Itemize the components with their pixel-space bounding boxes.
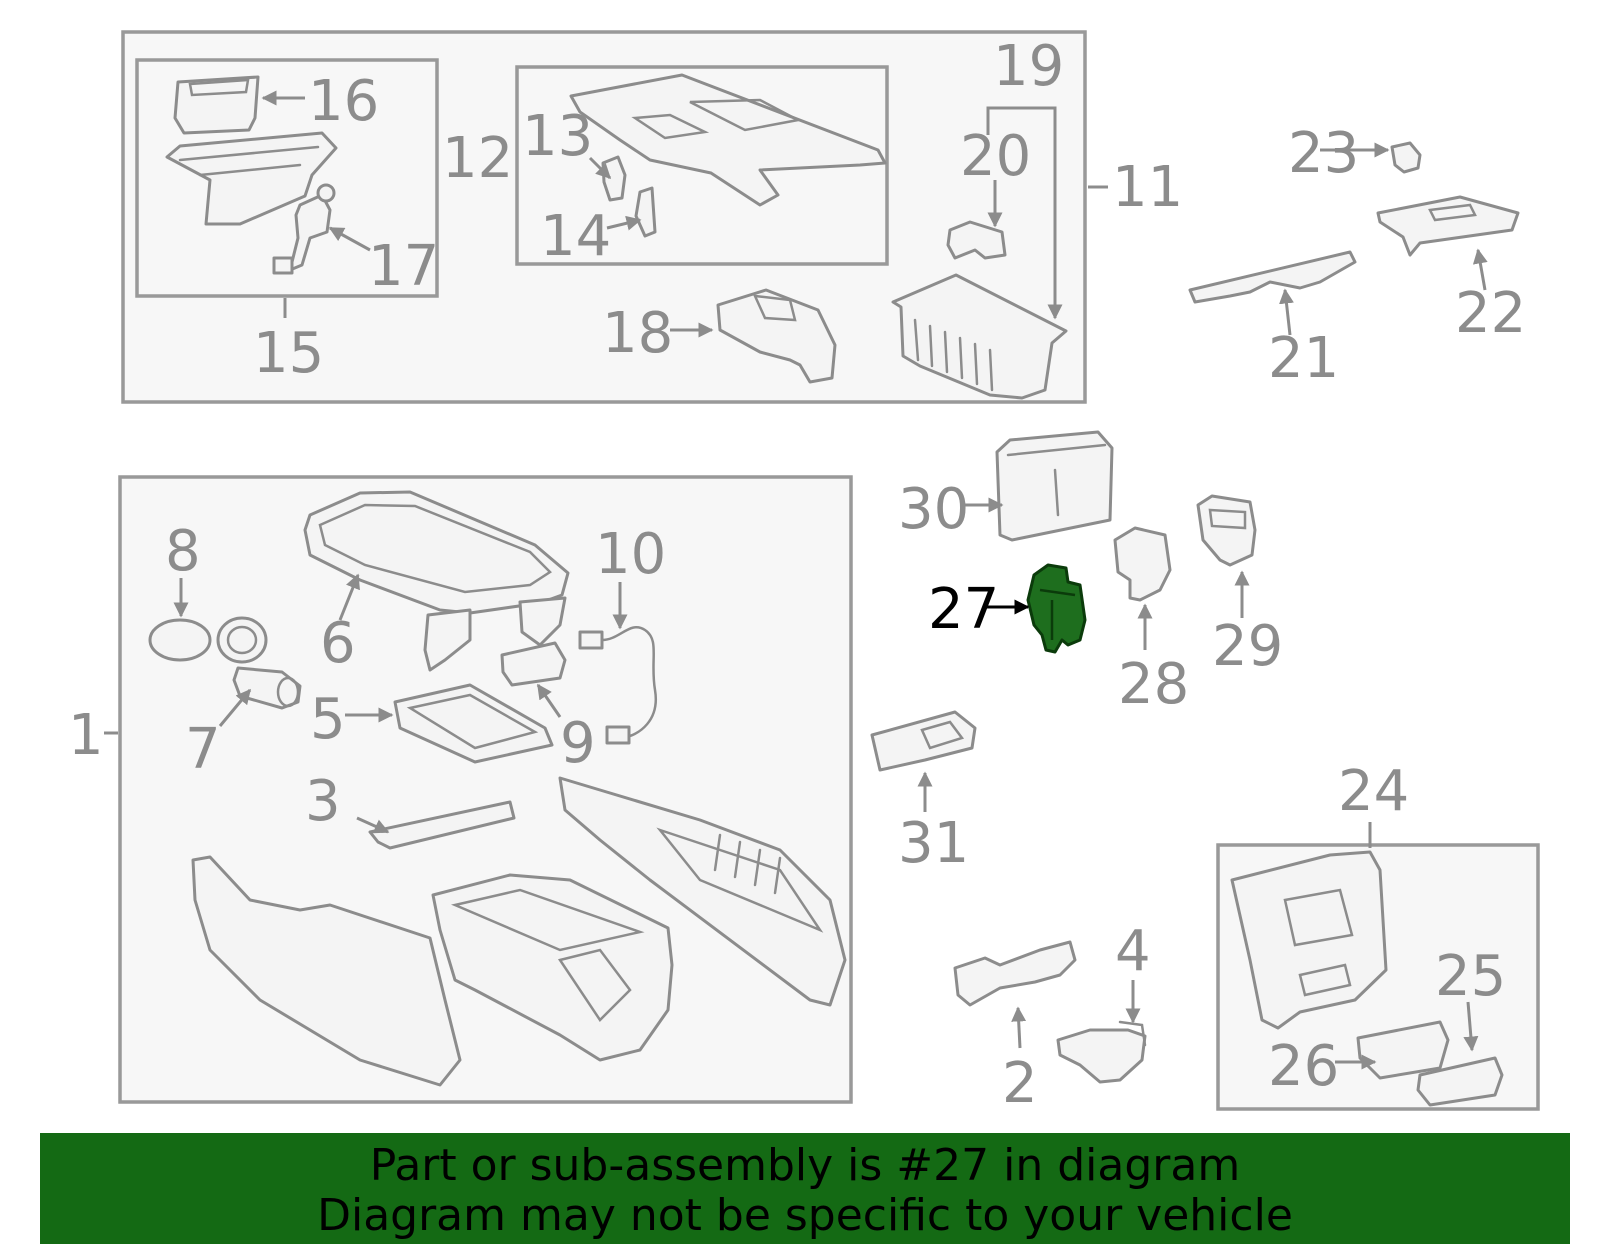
- label-28: 28: [1118, 652, 1189, 717]
- label-11: 11: [1112, 155, 1183, 220]
- part-28: [1113, 526, 1172, 602]
- label-21: 21: [1268, 326, 1339, 391]
- part-27-highlighted: [1026, 563, 1087, 654]
- label-25: 25: [1435, 944, 1506, 1009]
- part-5: [393, 683, 554, 764]
- label-1: 1: [68, 703, 104, 768]
- part-24-rear-panel: [1230, 850, 1388, 1030]
- label-19: 19: [993, 34, 1064, 99]
- label-30: 30: [898, 477, 969, 542]
- part-18: [716, 288, 837, 384]
- label-14: 14: [540, 204, 611, 269]
- part-4: [1056, 1020, 1147, 1084]
- label-18: 18: [602, 301, 673, 366]
- part-13: [601, 155, 627, 202]
- part-9: [500, 641, 567, 687]
- label-8: 8: [165, 519, 201, 584]
- part-console-side-panel-right: [558, 776, 847, 1007]
- part-15-tray: [165, 131, 338, 226]
- part-22: [1376, 195, 1520, 257]
- part-6-armrest: [303, 490, 570, 672]
- label-24: 24: [1338, 759, 1409, 824]
- notice-line-1: Part or sub-assembly is #27 in diagram: [369, 1140, 1241, 1191]
- part-3: [368, 800, 516, 850]
- part-30: [995, 430, 1114, 542]
- part-26: [1356, 1020, 1450, 1080]
- part-29: [1196, 494, 1257, 567]
- label-9: 9: [560, 711, 596, 776]
- label-22: 22: [1455, 281, 1526, 346]
- notice-line-2: Diagram may not be specific to your vehi…: [317, 1190, 1293, 1241]
- part-8: [148, 616, 268, 664]
- part-10-cable: [578, 626, 658, 745]
- label-10: 10: [595, 522, 666, 587]
- label-27: 27: [928, 577, 999, 642]
- part-20: [946, 220, 1007, 260]
- label-7: 7: [185, 717, 221, 782]
- label-16: 16: [308, 69, 379, 134]
- part-19: [891, 273, 1068, 400]
- part-2: [953, 940, 1077, 1007]
- part-25: [1416, 1056, 1504, 1107]
- label-4: 4: [1115, 919, 1151, 984]
- label-20: 20: [960, 124, 1031, 189]
- part-console-box: [431, 873, 674, 1062]
- callout-labels: 1 2 3 4 5 6 7 8 9 10 11 12 13 14 15 16 1…: [68, 34, 1526, 1116]
- leader-lines: [104, 90, 1488, 1070]
- label-29: 29: [1212, 614, 1283, 679]
- part-16: [173, 75, 260, 135]
- label-2: 2: [1002, 1051, 1038, 1116]
- part-31: [870, 710, 977, 772]
- part-17: [272, 183, 336, 275]
- label-5: 5: [310, 687, 346, 752]
- label-23: 23: [1288, 121, 1359, 186]
- label-15: 15: [253, 321, 324, 386]
- notice-banner: Part or sub-assembly is #27 in diagram D…: [40, 1133, 1570, 1244]
- part-12-bezel: [569, 73, 887, 207]
- label-17: 17: [368, 234, 439, 299]
- part-console-side-panel-left: [191, 855, 462, 1087]
- part-23: [1390, 141, 1422, 174]
- label-6: 6: [320, 611, 356, 676]
- label-3: 3: [305, 769, 341, 834]
- label-13: 13: [522, 104, 593, 169]
- label-12: 12: [442, 126, 513, 191]
- label-26: 26: [1268, 1034, 1339, 1099]
- label-31: 31: [898, 811, 969, 876]
- part-21: [1188, 250, 1357, 304]
